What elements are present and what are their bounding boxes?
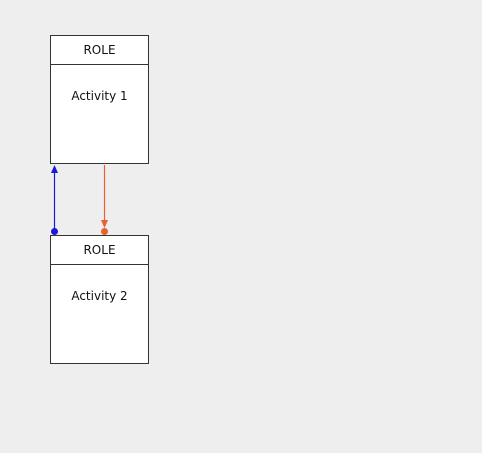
role-header: ROLE	[51, 36, 148, 65]
role-box-activity-1[interactable]: ROLE Activity 1	[50, 35, 149, 164]
arrow-head-icon	[51, 165, 58, 173]
connector-activity-2-to-1[interactable]	[51, 165, 58, 235]
role-box-activity-2[interactable]: ROLE Activity 2	[50, 235, 149, 364]
connector-activity-1-to-2[interactable]	[101, 165, 108, 235]
connector-dot-icon	[51, 228, 58, 235]
activity-label: Activity 1	[71, 89, 128, 103]
role-header: ROLE	[51, 236, 148, 265]
arrow-head-icon	[101, 220, 108, 228]
connector-dot-icon	[101, 228, 108, 235]
activity-label: Activity 2	[71, 289, 128, 303]
